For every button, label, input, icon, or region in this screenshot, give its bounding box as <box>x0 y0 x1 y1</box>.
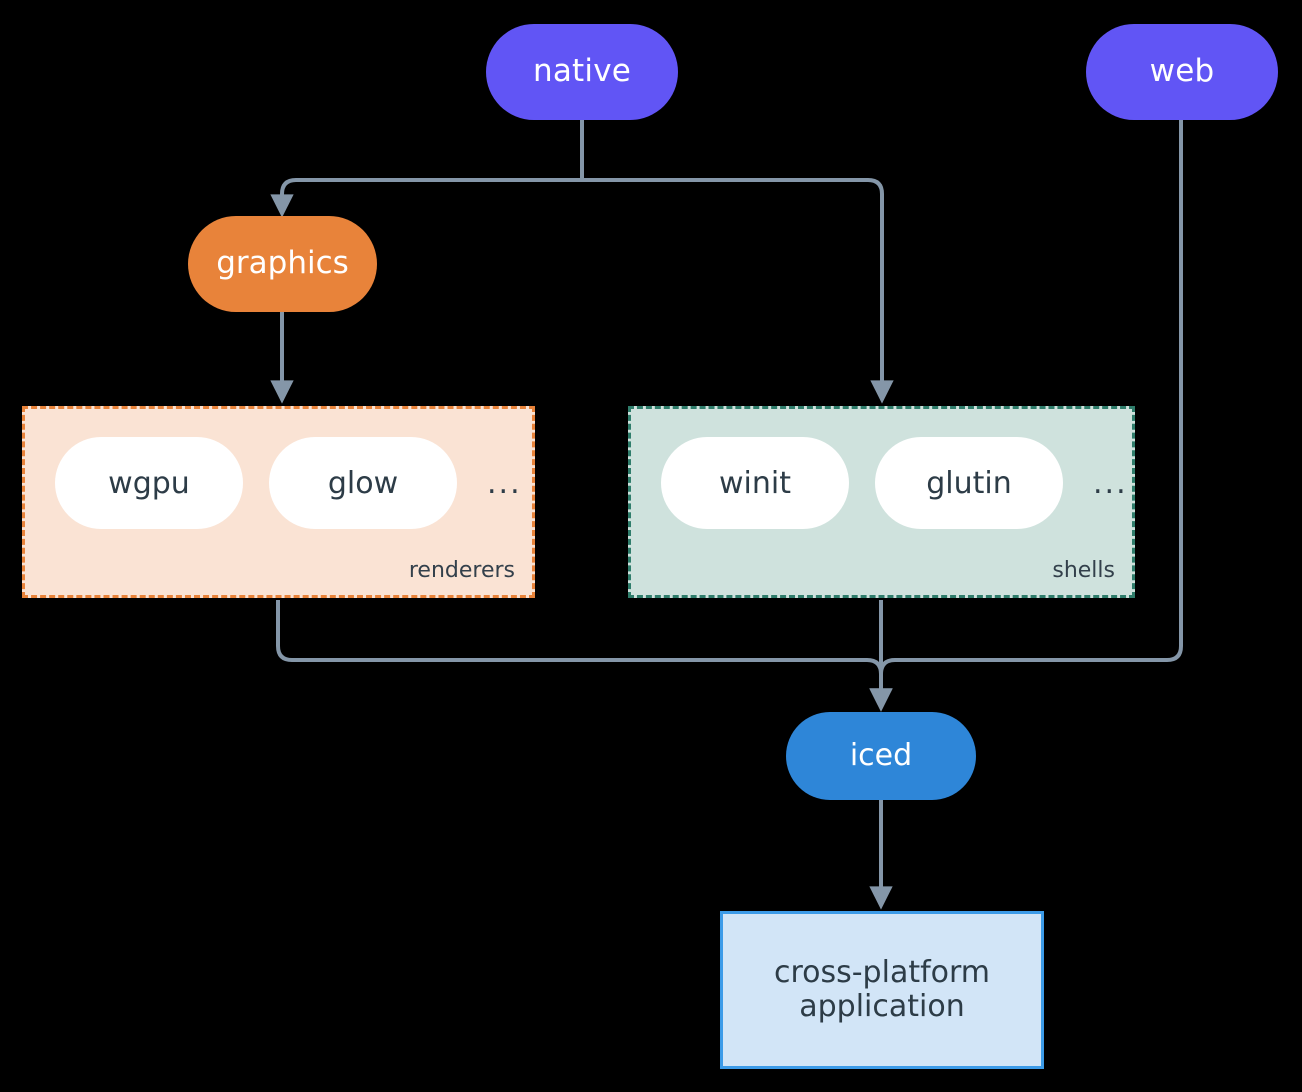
group-shells: winit glutin ... shells <box>628 406 1135 598</box>
node-web[interactable]: web <box>1086 24 1278 120</box>
node-native-label: native <box>532 53 632 90</box>
group-renderers-caption: renderers <box>408 558 515 583</box>
edge-native-to-graphics <box>270 120 584 218</box>
chip-glow[interactable]: glow <box>269 437 457 529</box>
node-application-line2: application <box>799 989 965 1024</box>
chip-glutin-label: glutin <box>926 465 1012 501</box>
edge-renderers-to-iced <box>276 600 893 712</box>
group-shells-caption: shells <box>1052 558 1115 583</box>
chip-glow-label: glow <box>327 465 399 501</box>
node-iced-label: iced <box>849 737 913 773</box>
node-web-label: web <box>1149 53 1215 90</box>
node-native[interactable]: native <box>486 24 678 120</box>
renderers-chip-row: wgpu glow ... <box>55 437 522 529</box>
node-iced[interactable]: iced <box>786 712 976 800</box>
chip-winit[interactable]: winit <box>661 437 849 529</box>
shells-chip-row: winit glutin ... <box>661 437 1128 529</box>
node-application[interactable]: cross-platform application <box>720 911 1044 1069</box>
chip-wgpu[interactable]: wgpu <box>55 437 243 529</box>
shells-overflow-ellipsis: ... <box>1093 465 1128 501</box>
chip-wgpu-label: wgpu <box>108 465 190 501</box>
node-graphics[interactable]: graphics <box>188 216 377 312</box>
edge-native-to-shells <box>582 178 894 404</box>
node-graphics-label: graphics <box>216 245 349 282</box>
group-renderers: wgpu glow ... renderers <box>22 406 535 598</box>
chip-winit-label: winit <box>719 465 791 501</box>
chip-glutin[interactable]: glutin <box>875 437 1063 529</box>
node-application-line1: cross-platform <box>773 954 991 990</box>
renderers-overflow-ellipsis: ... <box>487 465 522 501</box>
